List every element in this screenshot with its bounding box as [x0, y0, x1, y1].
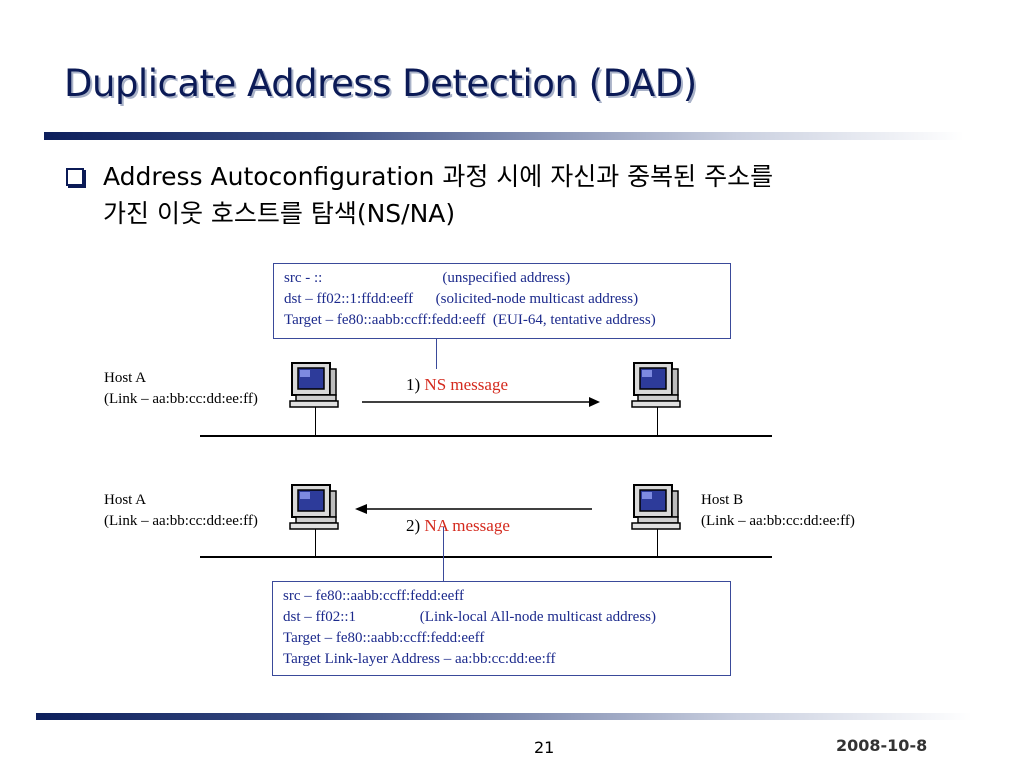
na-src: src – fe80::aabb:ccff:fedd:eeff: [283, 588, 465, 604]
slide-date: 2008-10-8: [836, 736, 928, 755]
host-a-bottom-link: (Link – aa:bb:cc:dd:ee:ff): [104, 513, 258, 529]
ns-target: Target – fe80::aabb:ccff:fedd:eeff (EUI-…: [284, 312, 656, 328]
bottom-host-b-drop: [657, 526, 658, 556]
computer-icon: [631, 484, 681, 530]
host-b-name: Host B: [701, 492, 744, 508]
host-a-top-link: (Link – aa:bb:cc:dd:ee:ff): [104, 391, 258, 407]
na-message-label: 2) NA message: [406, 516, 510, 536]
computer-icon: [289, 362, 339, 408]
bottom-host-a-drop: [315, 526, 316, 556]
host-a-top-name: Host A: [104, 370, 147, 386]
footer-divider: [36, 713, 972, 720]
top-host-b-drop: [657, 404, 658, 435]
ns-message-text: NS message: [424, 375, 508, 394]
page-number: 21: [534, 738, 555, 757]
host-a-bottom-name: Host A: [104, 492, 147, 508]
na-message-text: NA message: [424, 516, 510, 535]
host-b-link: (Link – aa:bb:cc:dd:ee:ff): [701, 513, 855, 529]
ns-dst: dst – ff02::1:ffdd:eeff (solicited-node …: [284, 291, 639, 307]
host-a-bottom-label: Host A (Link – aa:bb:cc:dd:ee:ff): [104, 490, 258, 532]
na-target-link-layer: Target Link-layer Address – aa:bb:cc:dd:…: [283, 651, 556, 667]
ns-arrow: [362, 397, 600, 407]
ns-info-box: src - :: (unspecified address)dst – ff02…: [273, 263, 731, 339]
bottom-network-line: [200, 556, 772, 558]
na-target: Target – fe80::aabb:ccff:fedd:eeff: [283, 630, 485, 646]
top-network-line: [200, 435, 772, 437]
ns-message-label: 1) NS message: [406, 375, 508, 395]
na-connector: [443, 527, 444, 581]
host-b-label: Host B (Link – aa:bb:cc:dd:ee:ff): [701, 490, 855, 532]
ns-step-number: 1): [406, 375, 425, 394]
na-arrow: [355, 504, 592, 514]
bullet-text: Address Autoconfiguration 과정 시에 자신과 중복된 …: [103, 158, 933, 232]
computer-icon: [631, 362, 681, 408]
bullet-checkbox-icon: [66, 168, 84, 186]
na-step-number: 2): [406, 516, 425, 535]
bullet-line-2: 가진 이웃 호스트를 탐색(NS/NA): [103, 199, 456, 228]
bullet-line-1: Address Autoconfiguration 과정 시에 자신과 중복된 …: [103, 162, 774, 191]
ns-src: src - :: (unspecified address): [284, 270, 571, 286]
ns-connector: [436, 339, 437, 369]
host-a-top-label: Host A (Link – aa:bb:cc:dd:ee:ff): [104, 368, 258, 410]
top-host-a-drop: [315, 404, 316, 435]
na-dst: dst – ff02::1 (Link-local All-node multi…: [283, 609, 656, 625]
title-divider: [44, 132, 964, 140]
computer-icon: [289, 484, 339, 530]
slide-title: Duplicate Address Detection (DAD): [64, 62, 697, 105]
